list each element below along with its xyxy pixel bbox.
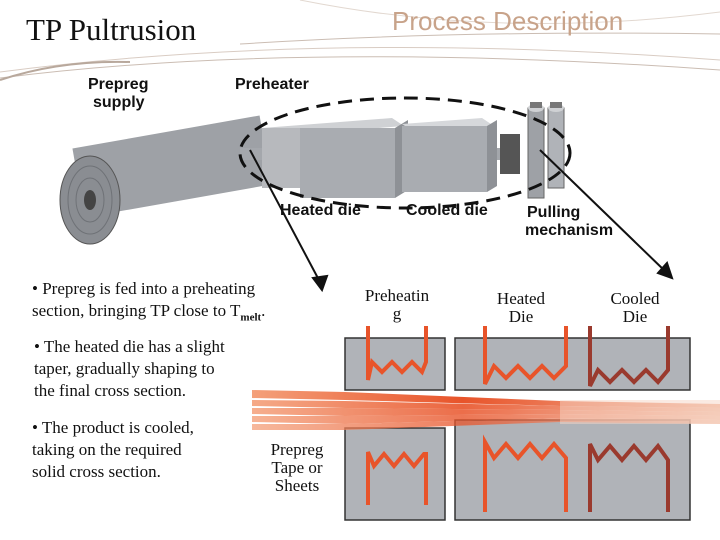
bullet-cooled-line3: solid cross section. bbox=[32, 462, 161, 481]
slide-subtitle: Process Description bbox=[392, 6, 624, 36]
label-pulling-line1: Pulling bbox=[527, 204, 581, 221]
bullet-cooled-line2: taking on the required bbox=[32, 440, 182, 459]
stage-label-preheating: Preheatin g bbox=[364, 286, 430, 323]
cooled-die-element-bottom bbox=[588, 442, 670, 512]
heated-die-element-top bbox=[483, 326, 568, 385]
bullet-heated-die-line1: • The heated die has a slight bbox=[34, 337, 225, 356]
label-heated-die: Heated die bbox=[280, 202, 361, 219]
bullet-preheating-line1: • Prepreg is fed into a preheating bbox=[32, 279, 256, 298]
bullet-heated-die: • The heated die has a slight taper, gra… bbox=[34, 336, 225, 402]
cooled-die-element-top bbox=[588, 326, 670, 387]
slide-title: TP Pultrusion bbox=[26, 12, 197, 47]
heated-die-element-bottom bbox=[483, 434, 568, 512]
label-prepreg-supply-line2: supply bbox=[93, 94, 145, 111]
die-block-top bbox=[454, 337, 691, 391]
preheater-heating-element-bottom bbox=[366, 450, 428, 505]
bullet-heated-die-line3: the final cross section. bbox=[34, 381, 187, 400]
preheater-heating-element-top bbox=[366, 326, 428, 381]
highlight-oval bbox=[238, 96, 572, 210]
label-prepreg-supply-line1: Prepreg bbox=[88, 76, 149, 93]
bullet-preheating-line2: section, bringing TP close to Tmelt. bbox=[32, 301, 266, 324]
bullet-cooled-line1: • The product is cooled, bbox=[32, 418, 194, 437]
label-pulling-line2: mechanism bbox=[525, 222, 614, 239]
bullet-cooled: • The product is cooled, taking on the r… bbox=[32, 417, 194, 483]
cooled-die-block bbox=[402, 118, 497, 192]
stage-label-cooled-die: Cooled Die bbox=[610, 289, 660, 326]
prepreg-roll bbox=[59, 115, 272, 245]
stage-label-heated-die: Heated Die bbox=[496, 289, 546, 326]
label-cooled-die: Cooled die bbox=[406, 202, 488, 219]
input-label-prepreg-tape: Prepreg Tape or Sheets bbox=[270, 440, 324, 495]
bullet-heated-die-line2: taper, gradually shaping to bbox=[34, 359, 215, 378]
label-preheater: Preheater bbox=[235, 76, 309, 93]
bullet-preheating: • Prepreg is fed into a preheating secti… bbox=[32, 278, 265, 328]
preheater-block-bottom bbox=[344, 427, 446, 521]
die-block-bottom bbox=[454, 419, 691, 521]
prepreg-tape-layers bbox=[252, 390, 720, 430]
tmelt-subscript: melt bbox=[240, 311, 262, 324]
